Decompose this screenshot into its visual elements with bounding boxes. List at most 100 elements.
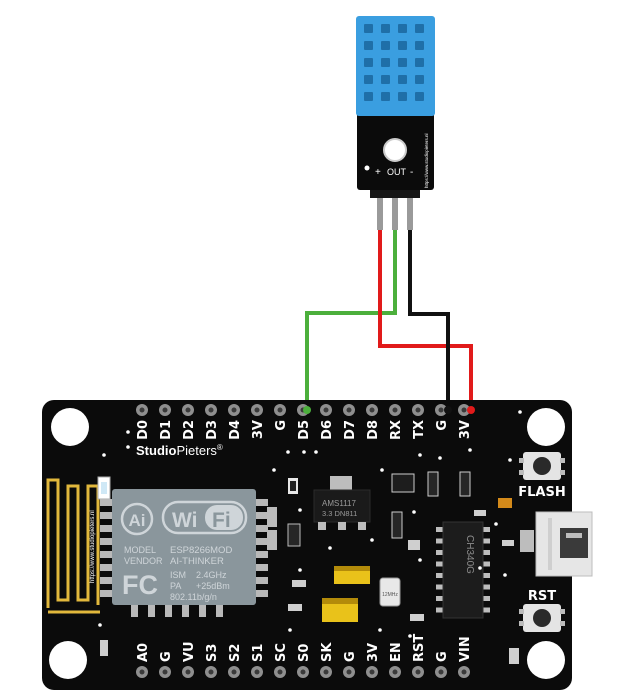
via [412, 510, 416, 514]
top-pin-label: D6 [320, 420, 335, 440]
sensor-grid-hole [364, 75, 373, 84]
flash-label: FLASH [518, 485, 565, 500]
via [418, 558, 422, 562]
wire-ends [303, 406, 475, 414]
antenna-led-inner [101, 482, 107, 494]
sensor-pin-label-plus: + [375, 167, 381, 178]
top-pin-hole [208, 407, 214, 413]
top-pin-hole [185, 407, 191, 413]
top-pin-hole [139, 407, 145, 413]
wifi-logo-wi: Wi [172, 509, 197, 532]
via [503, 573, 507, 577]
esp-pad-right [254, 538, 268, 545]
model-value: ESP8266MOD [170, 545, 232, 556]
sensor-grid-hole [381, 75, 390, 84]
bottom-pin-hole [369, 669, 375, 675]
sensor-grid-hole [364, 41, 373, 50]
flash-button[interactable] [519, 452, 565, 480]
via [380, 468, 384, 472]
vendor-label: VENDOR [124, 556, 163, 566]
top-pin-hole [162, 407, 168, 413]
sensor-grid-hole [415, 58, 424, 67]
bottom-pin-label: VIN [458, 636, 473, 662]
esp-pad-left [100, 551, 114, 558]
wifi-logo-fi: Fi [212, 509, 231, 532]
sensor-grid-hole [398, 92, 407, 101]
esp-pad-left [100, 512, 114, 519]
top-pin-hole [392, 407, 398, 413]
top-pin-label: D8 [366, 420, 381, 440]
chip-pin-right [482, 607, 490, 613]
bottom-pin-label: S1 [251, 644, 266, 662]
bottom-pin-label: SC [274, 643, 289, 662]
rst-button[interactable] [519, 604, 565, 632]
bottom-pin-hole [185, 669, 191, 675]
sensor-grid-hole [381, 58, 390, 67]
sensor-grid [364, 24, 424, 101]
smd-components [100, 471, 519, 664]
wifi-logo-icon [161, 500, 248, 535]
brand-mark: ® [217, 443, 223, 452]
crystal-label: 12MHz [382, 592, 398, 598]
regulator-line2: 3.3 DN811 [322, 509, 357, 518]
esp-pad-bottom [216, 603, 223, 617]
esp-pad-left [100, 590, 114, 597]
via [468, 448, 472, 452]
bottom-pin-hole [392, 669, 398, 675]
via [298, 568, 302, 572]
top-pin-label: G [274, 420, 289, 431]
bottom-pin-hole [254, 669, 260, 675]
sensor-grid-hole [364, 24, 373, 33]
top-pin-label: D2 [182, 420, 197, 440]
top-pin-label: RX [389, 420, 404, 440]
top-pin-hole [277, 407, 283, 413]
crystal: 12MHz [379, 577, 401, 607]
top-pin-hole [231, 407, 237, 413]
board-vias [98, 410, 522, 638]
bottom-pin-hole [323, 669, 329, 675]
top-pin-hole [415, 407, 421, 413]
bottom-pin-label: S0 [297, 644, 312, 662]
top-pin-label: TX [412, 420, 427, 439]
esp-pad-right [254, 525, 268, 532]
bottom-pin-label: G [435, 651, 450, 662]
via [478, 566, 482, 570]
chip-pin-right [482, 584, 490, 590]
via [408, 634, 412, 638]
sensor-grid-hole [398, 58, 407, 67]
sensor-grid-hole [398, 75, 407, 84]
via [302, 450, 306, 454]
via [126, 430, 130, 434]
top-pin-hole [346, 407, 352, 413]
bottom-pin-hole [438, 669, 444, 675]
via [438, 456, 442, 460]
chip-pin-right [482, 596, 490, 601]
bottom-pin-label: RST [412, 634, 427, 662]
wires [305, 222, 473, 408]
bottom-pin-label: S2 [228, 644, 243, 662]
bottom-pin-hole [231, 669, 237, 675]
dht11-sensor: + OUT - https://www.studiopieters.nl [356, 16, 435, 230]
standard-value: 802.11b/g/n [170, 592, 217, 602]
regulator-line1: AMS1117 [322, 499, 356, 508]
black-wire [408, 222, 450, 408]
via [126, 445, 130, 449]
antenna-trace [46, 478, 100, 614]
usb-chip-label: CH340G [464, 535, 475, 574]
via [272, 468, 276, 472]
chip-pin-left [436, 607, 444, 613]
esp-pad-right [254, 590, 268, 597]
esp-pad-right [254, 551, 268, 558]
vendor-value: AI-THINKER [170, 556, 224, 567]
chip-pin-left [436, 596, 444, 601]
micro-usb-port[interactable] [520, 511, 593, 577]
sensor-grid-hole [364, 58, 373, 67]
top-pin-label: D4 [228, 420, 243, 440]
sensor-grid-hole [381, 92, 390, 101]
model-label: MODEL [124, 545, 156, 555]
top-pin-label: 3V [458, 420, 473, 439]
chip-pin-left [436, 573, 444, 578]
side-url: https://www.studiopieters.nl [90, 510, 96, 583]
via [298, 508, 302, 512]
top-pin-label: D0 [136, 420, 151, 440]
